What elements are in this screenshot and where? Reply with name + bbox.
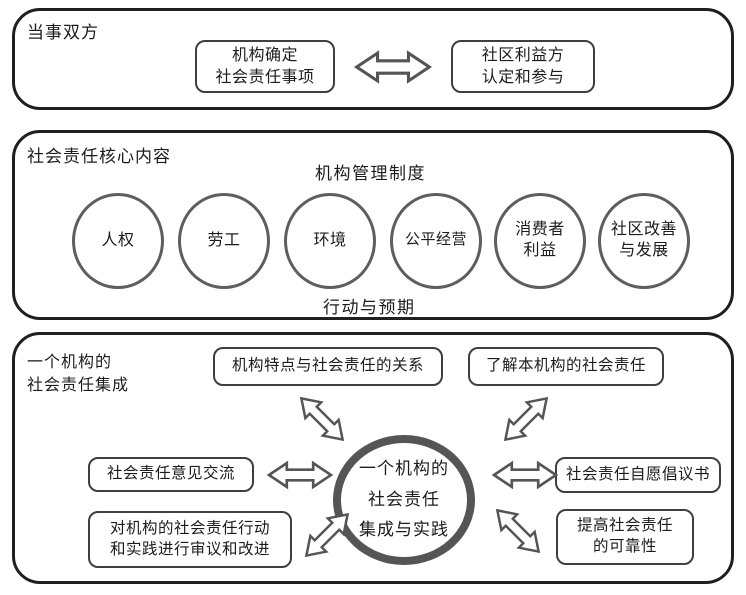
sr-voluntary-initiative-box: 社会责任自愿倡议书	[555, 457, 721, 493]
bottom-right-double-arrow-icon	[485, 498, 551, 564]
top-left-double-arrow-icon	[289, 386, 355, 452]
circle-environment-label: 环境	[313, 231, 347, 249]
integration-panel: 一个机构的 社会责任集成 机构特点与社会责任的关系 了解本机构的社会责任 社会责…	[12, 332, 734, 584]
understand-org-sr-box: 了解本机构的社会责任	[468, 347, 664, 386]
parties-double-arrow-icon	[336, 50, 450, 84]
circle-fair-operating: 公平经营	[390, 193, 482, 289]
core-content-panel: 社会责任核心内容 机构管理制度 人权 劳工 环境 公平经营 消费者 利益 社区改…	[12, 130, 734, 320]
circle-consumer-interests: 消费者 利益	[494, 193, 586, 289]
circle-human-rights-label: 人权	[101, 231, 135, 249]
circle-community-development-label: 社区改善	[610, 221, 677, 239]
org-determines-line1: 机构确定	[231, 46, 298, 64]
circle-environment: 环境	[284, 193, 376, 289]
review-improve-actions-box: 对机构的社会责任行动 和实践进行审议和改进	[88, 511, 292, 568]
org-determines-line2: 社会责任事项	[215, 68, 315, 86]
circle-community-development: 社区改善 与发展	[598, 193, 690, 289]
org-determines-box: 机构确定 社会责任事项	[195, 40, 335, 93]
circle-labor: 劳工	[178, 193, 270, 289]
circle-labor-label: 劳工	[207, 231, 241, 249]
core-panel-label: 社会责任核心内容	[27, 147, 171, 166]
integration-panel-label: 一个机构的 社会责任集成	[27, 354, 130, 395]
circle-fair-operating-label: 公平经营	[404, 232, 467, 249]
community-stakeholders-line1: 社区利益方	[481, 46, 565, 64]
parties-panel-label: 当事双方	[27, 23, 99, 42]
right-double-arrow-icon	[492, 460, 558, 490]
org-traits-relationship-box: 机构特点与社会责任的关系	[213, 347, 443, 386]
management-system-caption: 机构管理制度	[315, 164, 426, 183]
improve-sr-reliability-box: 提高社会责任 的可靠性	[556, 509, 694, 565]
sr-opinion-exchange-box: 社会责任意见交流	[88, 457, 254, 492]
left-double-arrow-icon	[267, 460, 333, 490]
community-stakeholders-line2: 认定和参与	[481, 68, 565, 86]
actions-expectations-caption: 行动与预期	[323, 298, 416, 317]
community-stakeholders-box: 社区利益方 认定和参与	[451, 40, 595, 93]
top-right-double-arrow-icon	[493, 386, 559, 452]
circle-human-rights: 人权	[72, 193, 164, 289]
parties-panel: 当事双方 机构确定 社会责任事项 社区利益方 认定和参与	[12, 8, 734, 110]
integration-practice-center-circle: 一个机构的 社会责任 集成与实践	[333, 435, 475, 565]
circle-consumer-interests-label: 消费者	[515, 221, 565, 239]
